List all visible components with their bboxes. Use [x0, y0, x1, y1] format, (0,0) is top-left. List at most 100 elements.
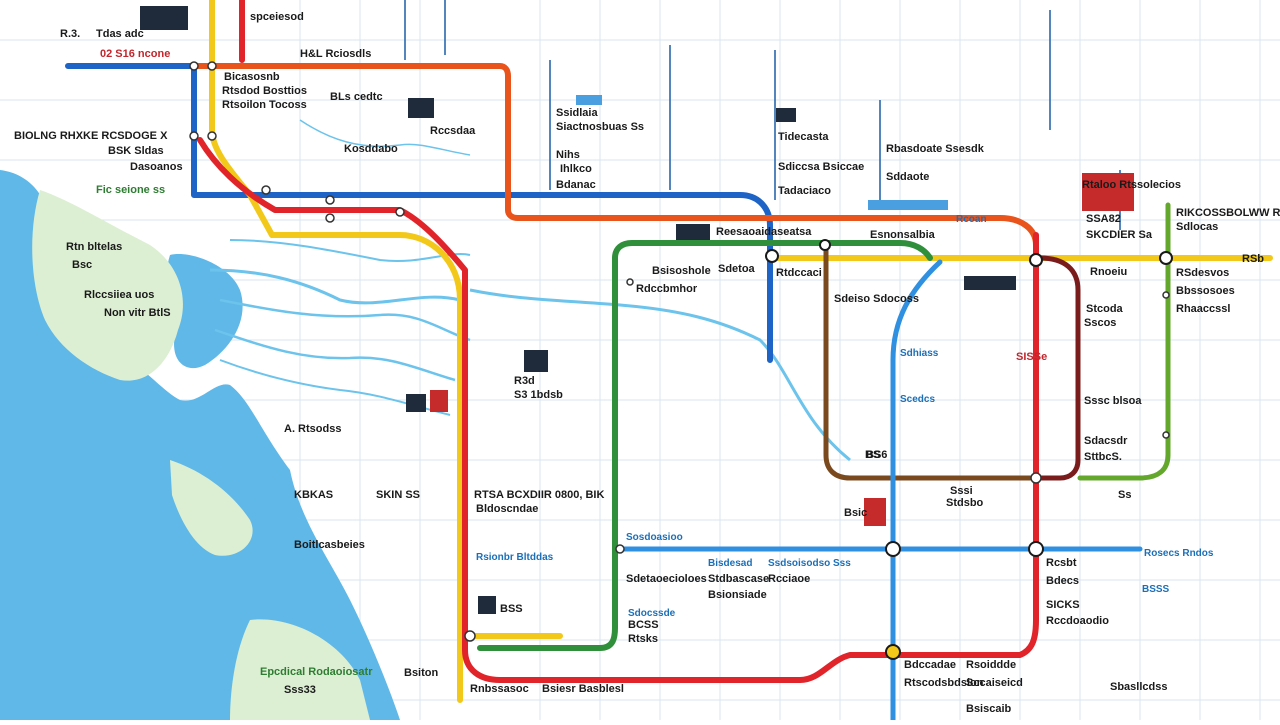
station-badge-icon [408, 98, 434, 118]
map-label: RSb [1242, 253, 1264, 265]
map-label: Esnonsalbia [870, 229, 936, 241]
brown-line[interactable] [823, 242, 1039, 481]
map-label: Rtaloo Rtssolecios [1082, 179, 1181, 191]
map-label: Sssc blsoa [1084, 395, 1142, 407]
station-badge-icon [676, 224, 710, 240]
transfer-station[interactable] [1029, 253, 1043, 267]
station-badge-icon [776, 108, 796, 122]
map-label: BLs cedtc [330, 91, 383, 103]
transfer-station[interactable] [1159, 251, 1173, 265]
sign-icon [1082, 173, 1134, 211]
station[interactable] [189, 61, 199, 71]
map-label: Bsc [72, 259, 92, 271]
blue-line[interactable] [65, 63, 773, 363]
map-label: Epcdical Rodaoiosatr [260, 666, 373, 678]
map-label: Sdacsdr [1084, 435, 1128, 447]
label-tag-icon [868, 200, 948, 210]
red-line[interactable] [197, 0, 1039, 683]
hospital-icon [864, 498, 886, 526]
map-label: Sss33 [284, 684, 316, 696]
transfer-station[interactable] [1028, 541, 1044, 557]
station[interactable] [395, 207, 405, 217]
map-label: 02 S16 ncone [100, 48, 170, 60]
map-label: Tdas adc [96, 28, 144, 40]
island-park [170, 460, 253, 556]
map-label: spceiesod [250, 11, 304, 23]
orange-line[interactable] [193, 63, 1039, 248]
map-label: Bdccadae [904, 659, 956, 671]
map-label: Rccsdaa [430, 125, 476, 137]
transfer-station[interactable] [885, 541, 901, 557]
map-label: Sddaote [886, 171, 929, 183]
maroon-line[interactable] [1033, 255, 1081, 481]
map-label: Rosecs Rndos [1144, 548, 1214, 559]
map-label: Rsionbr Bltddas [476, 552, 554, 563]
map-label: Scedcs [900, 394, 935, 405]
water-bodies [0, 170, 400, 720]
map-label: Tidecasta [778, 131, 829, 143]
map-label: BCSS [628, 619, 659, 631]
map-label: Bdecs [1046, 575, 1079, 587]
map-label: Tadaciaco [778, 185, 831, 197]
lightblue-line-ns[interactable] [890, 259, 943, 723]
map-label: Sosdoasioo [626, 532, 683, 543]
map-label: BS6 [866, 449, 887, 461]
station[interactable] [464, 630, 476, 642]
map-label: Rtscodsbdsion [904, 677, 984, 689]
station[interactable] [1030, 472, 1042, 484]
transfer-station[interactable] [885, 644, 901, 660]
yellow-line[interactable] [209, 0, 463, 703]
station[interactable] [207, 131, 217, 141]
map-label: SKCDIER Sa [1086, 229, 1153, 241]
transit-lines[interactable] [65, 0, 1273, 723]
map-label: Rnbssasoc [470, 683, 529, 695]
map-label: Stcoda [1086, 303, 1124, 315]
south-park [230, 619, 370, 720]
map-label: BSSS [1142, 584, 1170, 595]
station-badge-icon [524, 350, 548, 372]
map-label: Bsic [844, 507, 867, 519]
station[interactable] [1162, 291, 1170, 299]
station[interactable] [1162, 431, 1170, 439]
map-label: Rccdoaodio [1046, 615, 1109, 627]
station[interactable] [189, 131, 199, 141]
hospital-icon [430, 390, 448, 412]
map-label: Ihlkco [560, 163, 592, 175]
map-label: Rtdccaci [776, 267, 822, 279]
station[interactable] [325, 195, 335, 205]
map-label: Reesaoaidaseatsa [716, 226, 812, 238]
station-badge-icon [964, 276, 1016, 290]
station[interactable] [261, 185, 271, 195]
map-label: Stdbascase [708, 573, 769, 585]
station[interactable] [615, 544, 625, 554]
map-labels: R.3. Tdas adc 02 S16 ncone spceiesod BIO… [14, 11, 1280, 715]
green-line[interactable] [477, 240, 933, 651]
map-label: Stdsbo [946, 497, 984, 509]
lime-line[interactable] [1077, 202, 1171, 481]
map-label: RSdesvos [1176, 267, 1229, 279]
stations[interactable] [189, 61, 1173, 660]
map-label: Boitlcasbeies [294, 539, 365, 551]
map-label: Bldoscndae [476, 503, 538, 515]
map-label: SISSe [1016, 351, 1047, 363]
station[interactable] [207, 61, 217, 71]
map-label: Dasoanos [130, 161, 183, 173]
map-label: Bdanac [556, 179, 596, 191]
station[interactable] [325, 213, 335, 223]
map-label: Bicasosnb [224, 71, 280, 83]
map-label: Rtn bltelas [66, 241, 122, 253]
station[interactable] [626, 278, 634, 286]
inlet-water [167, 254, 243, 369]
bay-water [0, 170, 400, 720]
transfer-station[interactable] [765, 249, 779, 263]
transfer-station[interactable] [819, 239, 831, 251]
map-label: Ssdsoisodso Sss [768, 558, 851, 569]
logo-badge-icon [140, 6, 188, 30]
map-label: BS [865, 449, 880, 461]
map-label: SttbcS. [1084, 451, 1122, 463]
map-label: Rcsbt [1046, 557, 1077, 569]
map-label: Rtsoilon Tocoss [222, 99, 307, 111]
peninsula-park [32, 190, 183, 381]
